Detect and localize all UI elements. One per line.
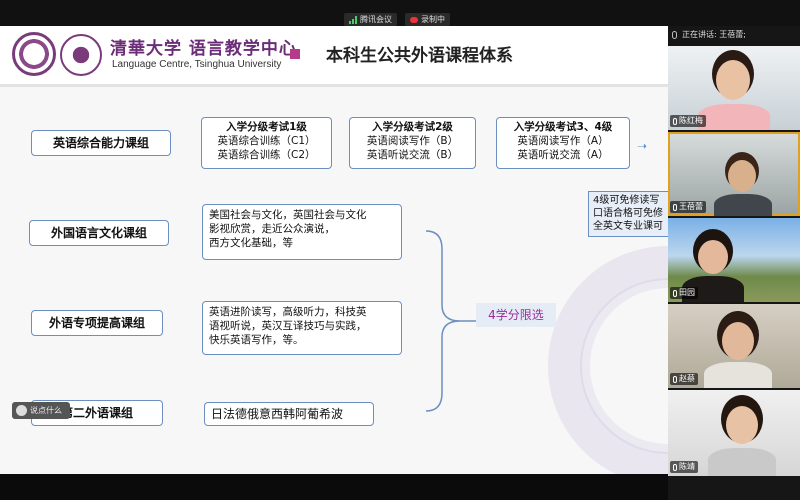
exam-level-2: 入学分级考试2级 英语阅读写作（B） 英语听说交流（B） [349,117,476,169]
exam-course: 英语听说交流（B） [366,149,459,161]
chat-placeholder: 说点什么 [30,406,62,415]
brand-name-en: Language Centre, Tsinghua University [112,59,282,70]
speaking-indicator: 正在讲话: 王蓓蕾; [668,26,800,44]
header-divider [0,84,668,87]
group-special-skills: 外语专项提高课组 [31,310,163,336]
exam-heading: 入学分级考试1级 [226,121,307,133]
participant-body [708,448,776,476]
signal-icon [349,15,357,24]
participant-name: 陈红梅 [679,116,703,125]
second-language-list: 日法德俄意西韩阿葡希波 [204,402,374,426]
participant-name-tag: 陈红梅 [670,115,706,127]
mic-icon [673,203,677,211]
participant-name-tag: 陈靖 [670,461,698,473]
exam-heading: 入学分级考试3、4级 [513,121,613,133]
mic-icon [672,31,677,39]
participant-video-tile[interactable]: 田园 [668,218,800,302]
exam-course: 英语综合训练（C2） [217,149,316,161]
participant-name: 陈靖 [679,462,695,471]
arrow-right-icon: ➝ [637,139,648,153]
exam-level-1: 入学分级考试1级 英语综合训练（C1） 英语综合训练（C2） [201,117,332,169]
course-line: 英语进阶读写，高级听力，科技英 [209,306,367,318]
special-courses: 英语进阶读写，高级听力，科技英 语视听说，英汉互译技巧与实践， 快乐英语写作，等… [202,301,402,355]
chat-input-button[interactable]: 说点什么 [12,402,70,419]
exam-course: 英语阅读写作（B） [366,135,459,147]
mic-icon [673,463,677,471]
participant-name: 赵蔡 [679,374,695,383]
mic-icon [673,375,677,383]
participant-video-tile[interactable]: 陈靖 [668,390,800,476]
participant-face [716,60,750,100]
participant-sidebar: 正在讲话: 王蓓蕾; 陈红梅 王蓓蕾 田园 赵蔡 陈靖 [668,26,800,500]
culture-courses: 美国社会与文化，英国社会与文化 影视欣赏，走近公众演说， 西方文化基础，等 [202,204,402,260]
exemption-note: 4级可免修读写 口语合格可免修 全英文专业课可 [588,191,668,237]
participant-face [698,240,728,274]
meeting-label: 腾讯会议 [360,15,392,24]
course-line: 语视听说，英汉互译技巧与实践， [209,320,367,332]
participant-name: 王蓓蕾 [679,202,703,211]
group-foreign-culture: 外国语言文化课组 [29,220,169,246]
tsinghua-seal-logo [12,32,56,76]
participant-body [714,194,772,216]
participant-name-tag: 田园 [670,287,698,299]
smiley-icon [16,405,27,416]
participant-name: 田园 [679,288,695,297]
top-bar: 腾讯会议 录制中 [0,0,800,26]
participant-face [726,406,758,444]
exam-course: 英语听说交流（A） [517,149,609,161]
meeting-indicator[interactable]: 腾讯会议 [344,13,397,26]
participant-body [704,362,772,388]
shared-slide: 清華大学 语言教学中心 Language Centre, Tsinghua Un… [0,26,668,474]
recording-label: 录制中 [421,15,445,24]
mic-icon [673,117,677,125]
course-line: 快乐英语写作，等。 [209,334,304,346]
recording-indicator[interactable]: 录制中 [405,13,450,26]
cloud-record-icon [410,16,418,23]
participant-video-tile[interactable]: 赵蔡 [668,304,800,388]
slide-title: 本科生公共外语课程体系 [326,46,513,66]
exam-heading: 入学分级考试2级 [372,121,453,133]
slide-header: 清華大学 语言教学中心 Language Centre, Tsinghua Un… [0,26,668,84]
participant-body [698,104,770,130]
group-english-comprehensive: 英语综合能力课组 [31,130,171,156]
course-line: 西方文化基础，等 [209,237,293,249]
participant-name-tag: 赵蔡 [670,373,698,385]
mic-icon [673,289,677,297]
course-line: 美国社会与文化，英国社会与文化 [209,209,367,221]
speaking-label: 正在讲话: 王蓓蕾; [682,30,746,39]
title-bullet [290,49,300,59]
exam-course: 英语综合训练（C1） [217,135,316,147]
note-line: 口语合格可免修 [593,208,663,219]
note-line: 全英文专业课可 [593,221,663,232]
note-line: 4级可免修读写 [593,195,660,206]
course-line: 影视欣赏，走近公众演说， [209,223,335,235]
credit-limit-label: 4学分限选 [476,303,556,327]
participant-video-tile[interactable]: 陈红梅 [668,46,800,130]
participant-face [722,322,754,360]
participant-name-tag: 王蓓蕾 [670,201,706,213]
participant-video-tile[interactable]: 王蓓蕾 [668,132,800,216]
group-brace [425,230,476,412]
exam-course: 英语阅读写作（A） [517,135,609,147]
brand-name-cn: 清華大学 语言教学中心 [110,39,297,59]
participant-face [728,160,756,192]
language-centre-logo [60,34,102,76]
exam-level-3-4: 入学分级考试3、4级 英语阅读写作（A） 英语听说交流（A） [496,117,630,169]
